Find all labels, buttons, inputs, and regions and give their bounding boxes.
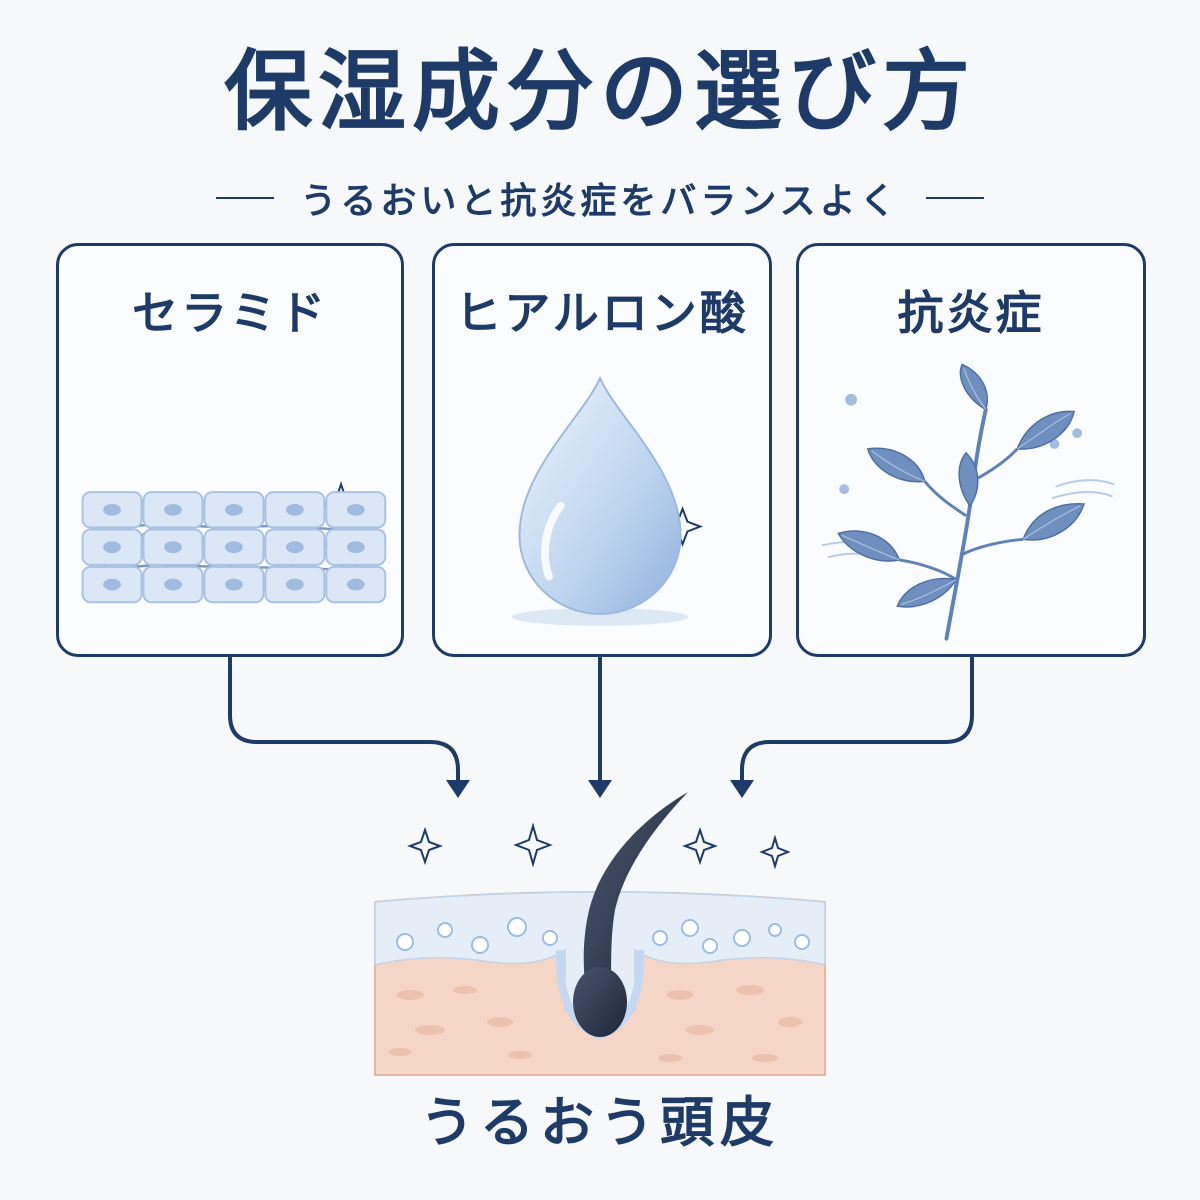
sparkle-icon [682,826,718,866]
cell-nucleus [164,541,182,554]
page-title: 保湿成分の選び方 [223,40,976,143]
cell-nucleus [286,541,304,554]
cell-nucleus [346,503,365,516]
cell-nucleus [286,578,304,591]
subtitle-right-dash [925,197,984,199]
sparkle-icon [759,834,791,870]
result-caption: うるおう頭皮 [420,1091,780,1154]
card-hyaluronic-acid: ヒアルロン酸 [432,243,772,657]
card-anti-inflammatory-label: 抗炎症 [897,286,1045,340]
cell-nucleus [164,503,182,516]
water-drop-icon [511,375,703,626]
card-ceramide: セラミド [56,243,404,657]
cell-nucleus [225,578,243,591]
cell-nucleus [103,541,121,554]
cell-nucleus [164,578,182,591]
ceramide-lattice-icon [81,481,387,604]
card-hyaluronic-label: ヒアルロン酸 [455,286,749,340]
card-anti-inflammatory: 抗炎症 [796,243,1146,657]
cell-nucleus [225,541,243,554]
subtitle-left-dash [216,197,275,199]
cell-nucleus [103,503,121,516]
sparkle-icon [513,822,553,868]
cell-nucleus [286,503,304,516]
cell-nucleus [225,503,243,516]
leaf-icon [821,363,1115,641]
arrow-ceramide [228,656,460,792]
cell-nucleus [346,541,365,554]
page-subtitle: うるおいと抗炎症をバランスよく [300,181,900,222]
cell-nucleus [103,578,121,591]
card-ceramide-label: セラミド [132,286,328,340]
arrow-anti-inflammatory [740,656,974,792]
cell-nucleus [346,578,365,591]
scalp-cross-section-icon [374,792,826,1076]
subtitle-row: うるおいと抗炎症をバランスよく [0,172,1200,224]
sparkle-icon [407,826,443,866]
